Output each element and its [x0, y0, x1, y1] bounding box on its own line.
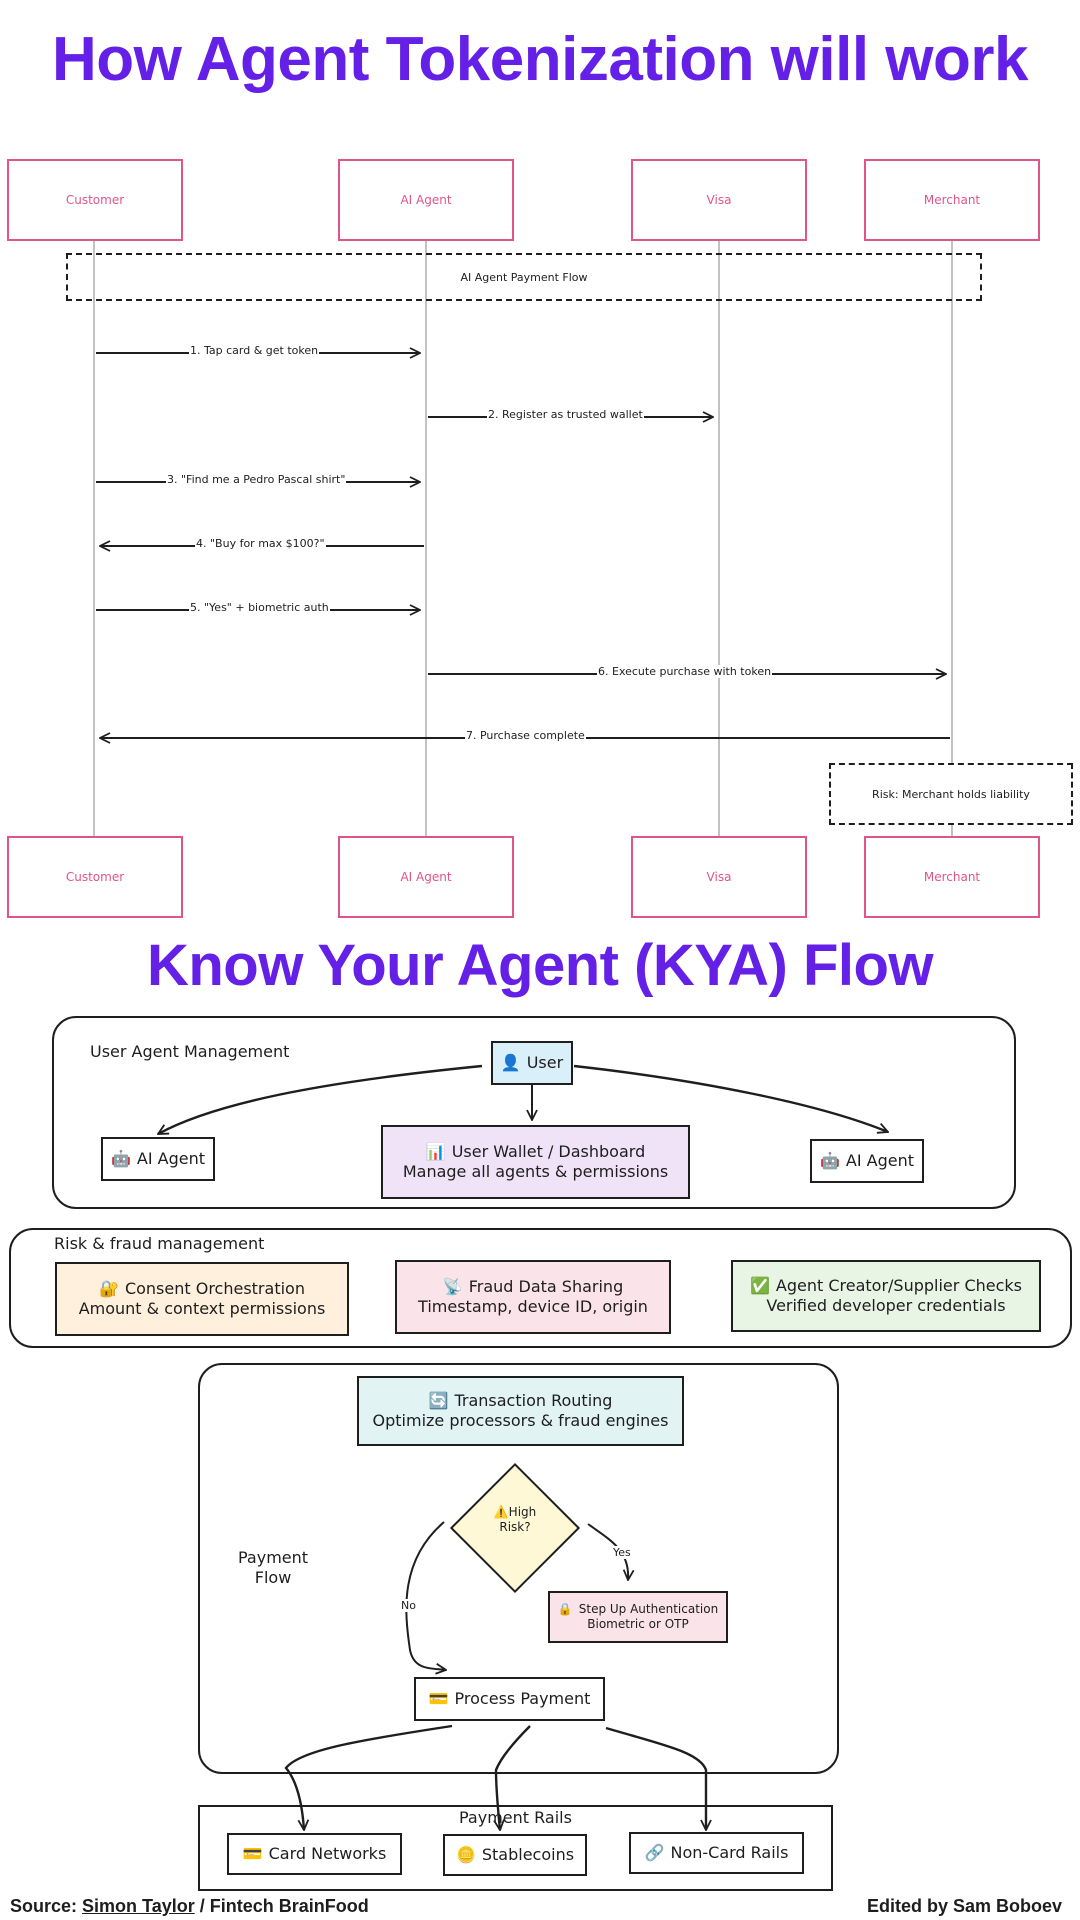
wallet-line2: Manage all agents & permissions — [402, 1162, 669, 1181]
consent-node: 🔐 Consent Orchestration Amount & context … — [55, 1262, 349, 1336]
satellite-antenna-icon: 📡 — [442, 1277, 463, 1296]
tokenization-title: How Agent Tokenization will work — [51, 25, 1029, 94]
actor-ai-agent-bottom: AI Agent — [338, 836, 514, 918]
edited-credit: Edited by Sam Boboev — [866, 1896, 1062, 1916]
non-card-rails-label: Non-Card Rails — [670, 1843, 789, 1862]
source-credit: Source: Simon Taylor / Fintech BrainFood — [10, 1896, 369, 1917]
checks-line2: Verified developer credentials — [766, 1296, 1006, 1315]
ai-agent-right-label: AI Agent — [845, 1151, 915, 1170]
msg-label-6: 6. Execute purchase with token — [597, 665, 773, 678]
actor-visa-bottom: Visa — [631, 836, 807, 918]
warning-icon: ⚠️ — [493, 1505, 509, 1519]
actor-ai-agent-top: AI Agent — [338, 159, 514, 241]
payment-rails-title: Payment Rails — [459, 1808, 572, 1827]
ai-agent-left-label: AI Agent — [136, 1149, 206, 1168]
fraud-node: 📡 Fraud Data Sharing Timestamp, device ID… — [395, 1260, 671, 1334]
actor-customer-bottom: Customer — [7, 836, 183, 918]
fraud-line2: Timestamp, device ID, origin — [418, 1297, 648, 1316]
group-risk-fraud — [9, 1228, 1072, 1348]
source-prefix: Source: — [10, 1896, 83, 1916]
credit-card-icon: 💳 — [428, 1689, 449, 1708]
checks-line1: Agent Creator/Supplier Checks — [775, 1276, 1022, 1295]
msg-label-4: 4. "Buy for max $100?" — [195, 537, 326, 550]
msg-label-5: 5. "Yes" + biometric auth — [189, 601, 330, 614]
lock-key-icon: 🔐 — [99, 1279, 119, 1298]
lock-icon: 🔒 — [557, 1602, 573, 1616]
decision-label: ⚠️High Risk? — [465, 1505, 565, 1535]
wallet-line1: User Wallet / Dashboard — [451, 1142, 646, 1161]
decision-line1: High — [508, 1505, 537, 1519]
actor-customer-top: Customer — [7, 159, 183, 241]
group-payment-flow — [198, 1363, 839, 1774]
actor-visa-top: Visa — [631, 159, 807, 241]
wallet-node: 📊 User Wallet / Dashboard Manage all agen… — [381, 1125, 690, 1199]
routing-line2: Optimize processors & fraud engines — [372, 1411, 669, 1430]
actor-merchant-bottom: Merchant — [864, 836, 1040, 918]
non-card-rails-node: 🔗 Non-Card Rails — [629, 1832, 804, 1874]
flow-note-label: AI Agent Payment Flow — [456, 270, 592, 284]
bar-chart-icon: 📊 — [425, 1142, 446, 1161]
checks-node: ✅ Agent Creator/Supplier Checks Verified … — [731, 1260, 1041, 1332]
stepup-node: 🔒 Step Up Authentication Biometric or OTP — [548, 1591, 728, 1643]
msg-label-7: 7. Purchase complete — [465, 729, 586, 742]
group-risk-fraud-title: Risk & fraud management — [54, 1234, 265, 1253]
source-suffix: / Fintech BrainFood — [194, 1896, 369, 1916]
routing-line1: Transaction Routing — [454, 1391, 613, 1410]
process-node: 💳 Process Payment — [414, 1677, 605, 1721]
robot-icon: 🤖 — [819, 1151, 840, 1170]
repeat-arrows-icon: 🔄 — [428, 1391, 449, 1410]
consent-line1: Consent Orchestration — [124, 1279, 305, 1298]
card-networks-node: 💳 Card Networks — [227, 1833, 402, 1875]
kya-title: Know Your Agent (KYA) Flow — [146, 933, 934, 998]
source-author-link[interactable]: Simon Taylor — [82, 1896, 195, 1916]
stablecoins-label: Stablecoins — [481, 1845, 575, 1864]
ai-agent-right-node: 🤖 AI Agent — [810, 1139, 924, 1183]
coin-icon: 🪙 — [455, 1845, 476, 1864]
flow-note: AI Agent Payment Flow — [66, 253, 982, 301]
link-icon: 🔗 — [644, 1843, 665, 1862]
process-label: Process Payment — [454, 1689, 591, 1708]
group-payment-rails — [198, 1805, 833, 1891]
fraud-line1: Fraud Data Sharing — [468, 1277, 624, 1296]
stablecoins-node: 🪙 Stablecoins — [443, 1834, 587, 1876]
credit-card-icon: 💳 — [242, 1844, 263, 1863]
msg-label-1: 1. Tap card & get token — [189, 344, 320, 357]
actor-merchant-top: Merchant — [864, 159, 1040, 241]
msg-label-3: 3. "Find me a Pedro Pascal shirt" — [166, 473, 347, 486]
card-networks-label: Card Networks — [268, 1844, 387, 1863]
user-node: 👤 User — [491, 1041, 573, 1085]
payment-flow-title-line1: Payment — [238, 1548, 309, 1567]
risk-note: Risk: Merchant holds liability — [829, 763, 1073, 825]
msg-label-2: 2. Register as trusted wallet — [487, 408, 644, 421]
group-payment-flow-title: Payment Flow — [238, 1548, 308, 1588]
group-user-agent-management-title: User Agent Management — [90, 1042, 290, 1061]
consent-line2: Amount & context permissions — [78, 1299, 326, 1318]
risk-note-label: Risk: Merchant holds liability — [872, 787, 1030, 801]
ai-agent-left-node: 🤖 AI Agent — [101, 1137, 215, 1181]
no-label: No — [400, 1599, 417, 1612]
decision-line2: Risk? — [499, 1520, 531, 1534]
robot-icon: 🤖 — [110, 1149, 131, 1168]
payment-flow-title-line2: Flow — [254, 1568, 292, 1587]
stepup-line1: Step Up Authentication — [578, 1602, 719, 1616]
yes-label: Yes — [612, 1546, 632, 1559]
check-mark-icon: ✅ — [749, 1276, 770, 1295]
stepup-line2: Biometric or OTP — [587, 1617, 689, 1631]
group-user-agent-management — [52, 1016, 1016, 1209]
user-node-label: User — [526, 1053, 564, 1072]
bust-icon: 👤 — [500, 1053, 521, 1072]
routing-node: 🔄 Transaction Routing Optimize processors… — [357, 1376, 684, 1446]
